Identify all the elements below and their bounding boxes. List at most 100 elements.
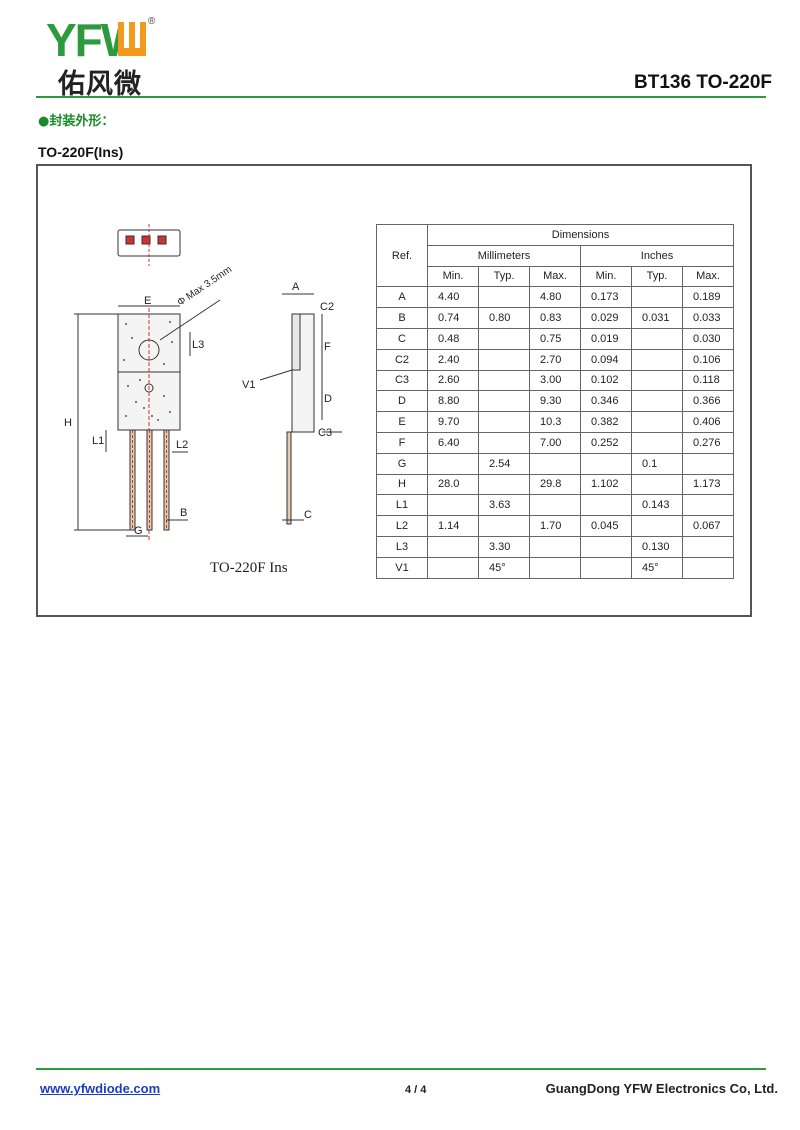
table-cell: 6.40 <box>427 431 479 454</box>
table-cell: 0.067 <box>682 515 734 537</box>
footer-divider <box>36 1068 766 1070</box>
website-link[interactable]: www.yfwdiode.com <box>40 1081 161 1096</box>
table-cell: 0.74 <box>427 307 479 329</box>
dim-label-d: D <box>324 393 332 405</box>
table-cell: 0.48 <box>427 327 479 350</box>
dim-label-f: F <box>324 341 331 353</box>
row-ref: E <box>376 411 428 433</box>
table-cell: 2.70 <box>529 348 581 371</box>
table-cell: 0.118 <box>682 369 734 392</box>
dim-label-h: H <box>64 417 72 429</box>
table-cell: 7.00 <box>529 431 581 454</box>
row-ref: F <box>376 431 428 454</box>
row-ref: B <box>376 307 428 329</box>
header-divider <box>36 96 766 98</box>
table-cell <box>631 348 683 371</box>
table-cell <box>631 286 683 309</box>
table-cell <box>478 431 530 454</box>
table-cell: 0.130 <box>631 535 683 558</box>
table-cell: 1.14 <box>427 515 479 537</box>
table-cell <box>682 535 734 558</box>
table-cell: 0.102 <box>580 369 632 392</box>
subheader-mm-max: Max. <box>529 265 581 288</box>
table-cell: 0.346 <box>580 390 632 413</box>
table-cell <box>478 390 530 413</box>
table-cell: 45° <box>631 556 683 579</box>
table-cell <box>478 286 530 309</box>
millimeters-header: Millimeters <box>427 244 581 267</box>
subheader-mm-min: Min. <box>427 265 479 288</box>
table-cell: 0.252 <box>580 431 632 454</box>
row-ref: L2 <box>376 515 428 537</box>
table-cell <box>478 473 530 496</box>
table-cell <box>478 348 530 371</box>
table-cell <box>529 494 581 517</box>
table-cell: 0.406 <box>682 411 734 433</box>
ref-header: Ref. <box>376 223 428 288</box>
table-cell <box>427 556 479 579</box>
document-title: BT136 TO-220F <box>634 72 772 93</box>
table-cell: 2.40 <box>427 348 479 371</box>
row-ref: D <box>376 390 428 413</box>
table-cell: 0.83 <box>529 307 581 329</box>
row-ref: L1 <box>376 494 428 517</box>
table-cell: 29.8 <box>529 473 581 496</box>
table-cell: 4.40 <box>427 286 479 309</box>
table-cell: 1.102 <box>580 473 632 496</box>
table-cell: 1.173 <box>682 473 734 496</box>
table-cell <box>580 494 632 517</box>
table-cell: 0.173 <box>580 286 632 309</box>
row-ref: A <box>376 286 428 309</box>
table-cell: 1.70 <box>529 515 581 537</box>
table-cell: 3.00 <box>529 369 581 392</box>
row-ref: H <box>376 473 428 496</box>
table-cell: 4.80 <box>529 286 581 309</box>
table-cell: 8.80 <box>427 390 479 413</box>
table-cell: 0.031 <box>631 307 683 329</box>
subheader-in-min: Min. <box>580 265 632 288</box>
subheader-in-typ: Typ. <box>631 265 683 288</box>
package-label: TO-220F(Ins) <box>38 144 124 160</box>
dimensions-table: Ref. Dimensions Millimeters Inches Min. … <box>376 223 734 579</box>
dim-label-e: E <box>144 295 151 307</box>
table-cell: 0.382 <box>580 411 632 433</box>
dim-label-l3: L3 <box>192 339 204 351</box>
table-cell <box>631 431 683 454</box>
table-cell <box>478 327 530 350</box>
inches-header: Inches <box>580 244 734 267</box>
table-cell <box>631 390 683 413</box>
dim-label-l2: L2 <box>176 439 188 451</box>
logo-w-accent <box>118 22 146 56</box>
subheader-in-max: Max. <box>682 265 734 288</box>
table-cell: 0.1 <box>631 452 683 475</box>
table-cell: 0.029 <box>580 307 632 329</box>
dim-label-l1: L1 <box>92 435 104 447</box>
dim-label-c3: C3 <box>318 427 332 439</box>
table-cell <box>631 369 683 392</box>
figure-frame <box>36 164 752 617</box>
table-cell: 0.276 <box>682 431 734 454</box>
table-cell: 0.75 <box>529 327 581 350</box>
table-cell <box>427 452 479 475</box>
table-subheader-row: Min. Typ. Max. Min. Typ. Max. <box>377 265 734 288</box>
row-ref: V1 <box>376 556 428 579</box>
package-outline-drawing: E H L3 L1 L2 G B A C2 F D C3 C V1 Φ Max … <box>64 224 342 540</box>
row-ref: C3 <box>376 369 428 392</box>
table-cell: 0.033 <box>682 307 734 329</box>
dim-label-g: G <box>134 525 143 537</box>
table-cell <box>580 452 632 475</box>
table-cell: 2.54 <box>478 452 530 475</box>
dim-label-c2: C2 <box>320 301 334 313</box>
row-ref: C <box>376 327 428 350</box>
